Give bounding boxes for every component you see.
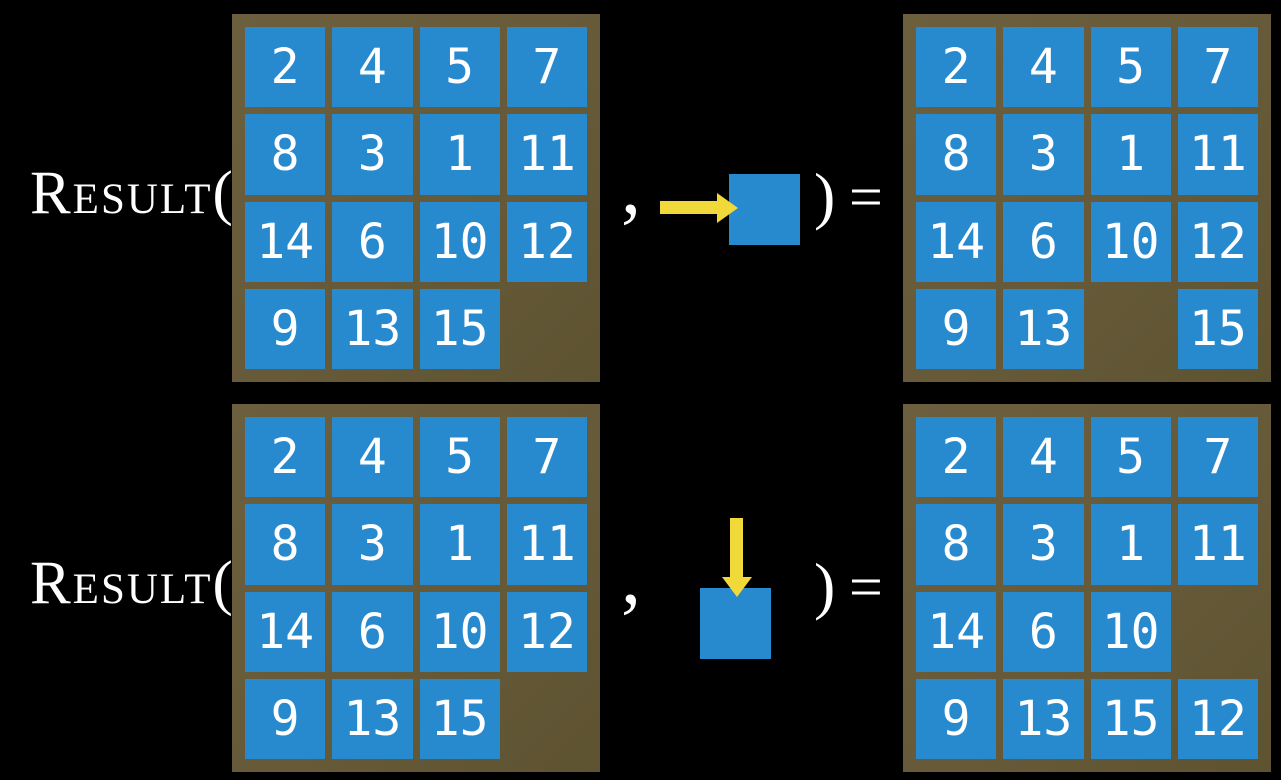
- tile-14: 14: [916, 591, 997, 672]
- close-paren: ): [814, 550, 836, 621]
- tile-1: 1: [1090, 504, 1171, 585]
- tile-9: 9: [916, 288, 997, 369]
- comma-separator: ,: [621, 143, 641, 231]
- tile-14: 14: [916, 201, 997, 282]
- tile-4: 4: [332, 27, 413, 108]
- tile-6: 6: [1003, 591, 1084, 672]
- tile-13: 13: [1003, 288, 1084, 369]
- tile-7: 7: [1177, 27, 1258, 108]
- tile-1: 1: [419, 504, 500, 585]
- tile-9: 9: [245, 678, 326, 759]
- blank-cell: [507, 289, 587, 369]
- tile-11: 11: [506, 114, 587, 195]
- tile-3: 3: [1003, 114, 1084, 195]
- tile-13: 13: [332, 678, 413, 759]
- equals-sign: =: [849, 164, 883, 230]
- arrow-right-icon: [660, 201, 717, 214]
- tile-8: 8: [916, 114, 997, 195]
- arrow-right-head-icon: [717, 193, 738, 223]
- result-function-label: Result(: [30, 163, 235, 224]
- result-function-label: Result(: [30, 553, 235, 614]
- tile-12: 12: [506, 201, 587, 282]
- blank-cell: [1091, 289, 1171, 369]
- tile-5: 5: [1090, 417, 1171, 498]
- tile-4: 4: [332, 417, 413, 498]
- tile-9: 9: [245, 288, 326, 369]
- blank-cell: [507, 679, 587, 759]
- tile-6: 6: [332, 591, 413, 672]
- tile-5: 5: [1090, 27, 1171, 108]
- tile-2: 2: [916, 27, 997, 108]
- equals-sign: =: [849, 554, 883, 620]
- tile-3: 3: [1003, 504, 1084, 585]
- tile-15: 15: [1090, 678, 1171, 759]
- tile-11: 11: [1177, 114, 1258, 195]
- tile-1: 1: [419, 114, 500, 195]
- tile-7: 7: [506, 417, 587, 498]
- tile-7: 7: [506, 27, 587, 108]
- tile-2: 2: [245, 27, 326, 108]
- action-tile-square: [729, 174, 800, 245]
- tile-12: 12: [506, 591, 587, 672]
- tile-11: 11: [1177, 504, 1258, 585]
- arrow-down-head-icon: [722, 577, 752, 597]
- tile-8: 8: [245, 504, 326, 585]
- tile-3: 3: [332, 504, 413, 585]
- tile-10: 10: [1090, 201, 1171, 282]
- tile-6: 6: [1003, 201, 1084, 282]
- tile-9: 9: [916, 678, 997, 759]
- tile-2: 2: [245, 417, 326, 498]
- result-function-name: Result: [30, 550, 213, 617]
- tile-5: 5: [419, 417, 500, 498]
- tile-12: 12: [1177, 201, 1258, 282]
- result-function-name: Result: [30, 160, 213, 227]
- tile-14: 14: [245, 591, 326, 672]
- tile-1: 1: [1090, 114, 1171, 195]
- tile-4: 4: [1003, 27, 1084, 108]
- tile-10: 10: [419, 201, 500, 282]
- blank-cell: [1178, 592, 1258, 672]
- arrow-down-icon: [730, 518, 743, 577]
- tile-13: 13: [332, 288, 413, 369]
- tile-13: 13: [1003, 678, 1084, 759]
- close-paren: ): [814, 160, 836, 231]
- tile-3: 3: [332, 114, 413, 195]
- tile-10: 10: [1090, 591, 1171, 672]
- open-paren: (: [212, 550, 235, 617]
- tile-5: 5: [419, 27, 500, 108]
- comma-separator: ,: [621, 533, 641, 621]
- tile-10: 10: [419, 591, 500, 672]
- tile-15: 15: [1177, 288, 1258, 369]
- action-tile-square: [700, 588, 771, 659]
- tile-8: 8: [916, 504, 997, 585]
- tile-4: 4: [1003, 417, 1084, 498]
- tile-7: 7: [1177, 417, 1258, 498]
- tile-2: 2: [916, 417, 997, 498]
- tile-11: 11: [506, 504, 587, 585]
- tile-14: 14: [245, 201, 326, 282]
- tile-15: 15: [419, 288, 500, 369]
- tile-6: 6: [332, 201, 413, 282]
- open-paren: (: [212, 160, 235, 227]
- tile-15: 15: [419, 678, 500, 759]
- tile-8: 8: [245, 114, 326, 195]
- tile-12: 12: [1177, 678, 1258, 759]
